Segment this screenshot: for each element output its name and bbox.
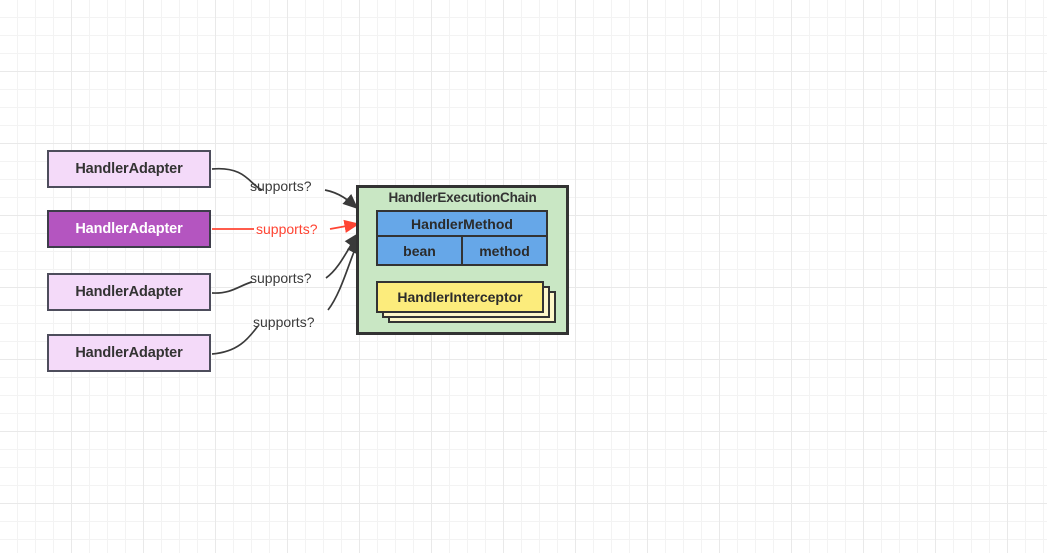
node-label: HandlerAdapter [75, 161, 183, 177]
node-handler-adapter-4[interactable]: HandlerAdapter [47, 334, 211, 372]
edge-label-3: supports? [250, 270, 312, 286]
connector-edge-4 [211, 325, 259, 355]
handler-method-title: HandlerMethod [378, 212, 546, 237]
node-handler-method[interactable]: HandlerMethod bean method [376, 210, 548, 266]
handler-method-fields: bean method [378, 237, 546, 264]
node-label: HandlerAdapter [75, 221, 183, 237]
interceptor-label: HandlerInterceptor [397, 289, 523, 305]
node-handler-adapter-2[interactable]: HandlerAdapter [47, 210, 211, 248]
node-label: HandlerAdapter [75, 284, 183, 300]
node-label: HandlerAdapter [75, 345, 183, 361]
connector-edge-4b [327, 238, 360, 311]
connector-edge-3 [211, 281, 253, 294]
connector-edge-1b [324, 189, 359, 210]
edge-label-1: supports? [250, 178, 312, 194]
chain-title: HandlerExecutionChain [388, 190, 537, 205]
node-handler-adapter-3[interactable]: HandlerAdapter [47, 273, 211, 311]
handler-method-field-bean: bean [378, 237, 463, 264]
handler-method-field-method: method [479, 242, 530, 259]
edge-label-2: supports? [256, 221, 318, 237]
node-handler-adapter-1[interactable]: HandlerAdapter [47, 150, 211, 188]
node-handler-interceptor-stack[interactable]: HandlerInterceptor [376, 281, 556, 323]
connector-edge-3b [325, 232, 359, 279]
connector-edge-2b [329, 219, 360, 233]
interceptor-stack-layer-1[interactable]: HandlerInterceptor [376, 281, 544, 313]
edge-label-4: supports? [253, 314, 315, 330]
